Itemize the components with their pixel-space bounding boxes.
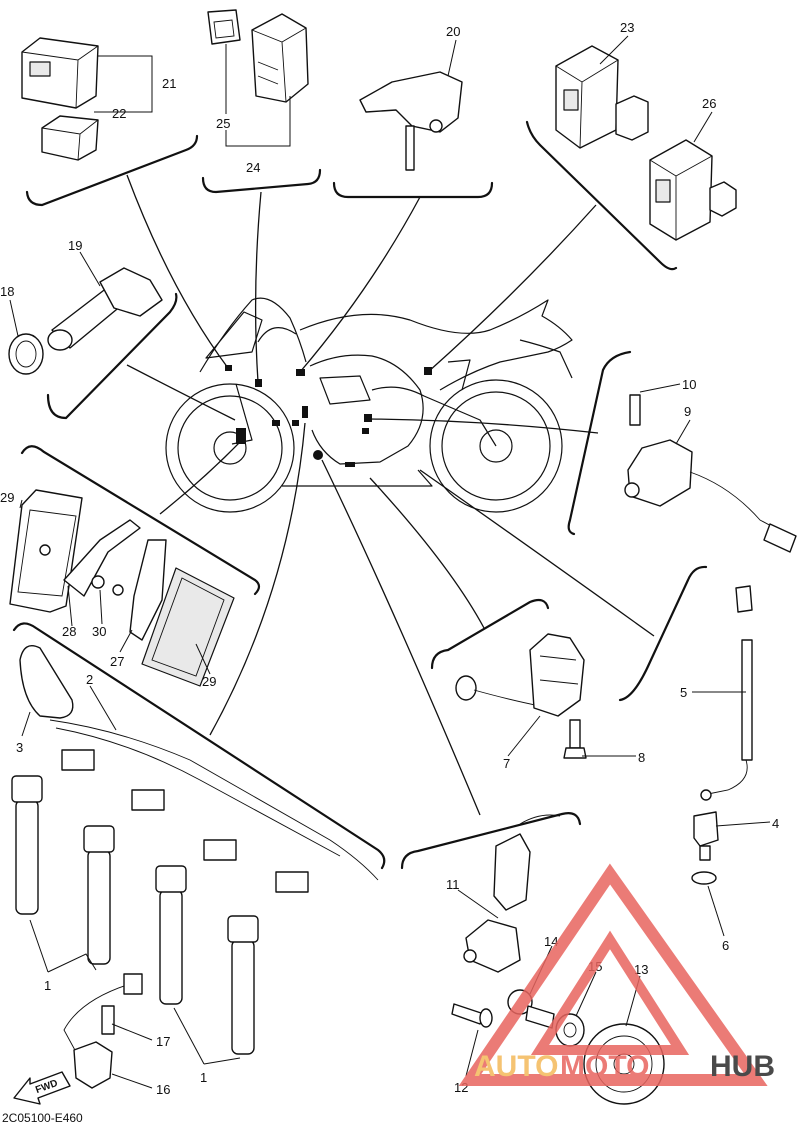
callout-19: 19 [68, 238, 82, 253]
sensor-7-8 [455, 633, 587, 759]
callout-29b: 29 [202, 674, 216, 689]
harness-2 [49, 719, 379, 893]
callout-1a: 1 [44, 978, 51, 993]
callout-20: 20 [446, 24, 460, 39]
switch-4-5-6 [691, 585, 753, 885]
callout-11: 11 [446, 877, 460, 892]
sensor-16-17 [63, 973, 143, 1089]
sensor-11 [463, 814, 561, 973]
callout-17: 17 [156, 1034, 170, 1049]
callout-28: 28 [62, 624, 76, 639]
callout-18: 18 [0, 284, 14, 299]
diagram-code: 2C05100-E460 [2, 1111, 83, 1125]
callout-27: 27 [110, 654, 124, 669]
callout-22: 22 [112, 106, 126, 121]
group-brackets [12, 120, 708, 870]
callout-23: 23 [620, 20, 634, 35]
bracket-28-27 [63, 519, 167, 641]
callout-25: 25 [216, 116, 230, 131]
watermark-hub: HUB [710, 1050, 775, 1083]
callout-7: 7 [503, 756, 510, 771]
callout-4: 4 [772, 816, 779, 831]
callout-9: 9 [684, 404, 691, 419]
unit-23 [555, 45, 649, 149]
sensor-18-19 [8, 267, 163, 375]
callout-3: 3 [16, 740, 23, 755]
callout-5: 5 [680, 685, 687, 700]
callout-26: 26 [702, 96, 716, 111]
callout-6: 6 [722, 938, 729, 953]
ignition-coils-1 [11, 775, 259, 1055]
unit-26 [649, 139, 737, 241]
callout-10: 10 [682, 377, 696, 392]
callout-16: 16 [156, 1082, 170, 1097]
group-spokes [126, 174, 655, 816]
bolt-12 [451, 1003, 493, 1028]
plate-29-right [141, 567, 235, 687]
relay-21-22 [21, 37, 99, 161]
callout-21: 21 [162, 76, 176, 91]
callout-numbers: 1 1 2 3 4 5 6 7 8 9 10 11 12 13 14 15 16… [0, 20, 779, 1097]
relay-24-25 [207, 9, 309, 103]
watermark-auto: AUTO [474, 1050, 558, 1083]
callout-29a: 29 [0, 490, 14, 505]
callout-30: 30 [92, 624, 106, 639]
watermark-moto: MOTO [560, 1050, 649, 1083]
callout-24: 24 [246, 160, 260, 175]
callout-13: 13 [634, 962, 648, 977]
sensor-9-10 [624, 394, 797, 553]
watermark-logo: AUTO MOTO HUB [458, 863, 775, 1086]
clip-3 [19, 645, 74, 719]
callout-1b: 1 [200, 1070, 207, 1085]
sensor-20 [359, 71, 463, 171]
callout-2: 2 [86, 672, 93, 687]
callout-8: 8 [638, 750, 645, 765]
motorcycle-outline [165, 297, 573, 513]
plate-29-left [9, 489, 83, 613]
fwd-arrow: FWD [13, 1071, 71, 1105]
